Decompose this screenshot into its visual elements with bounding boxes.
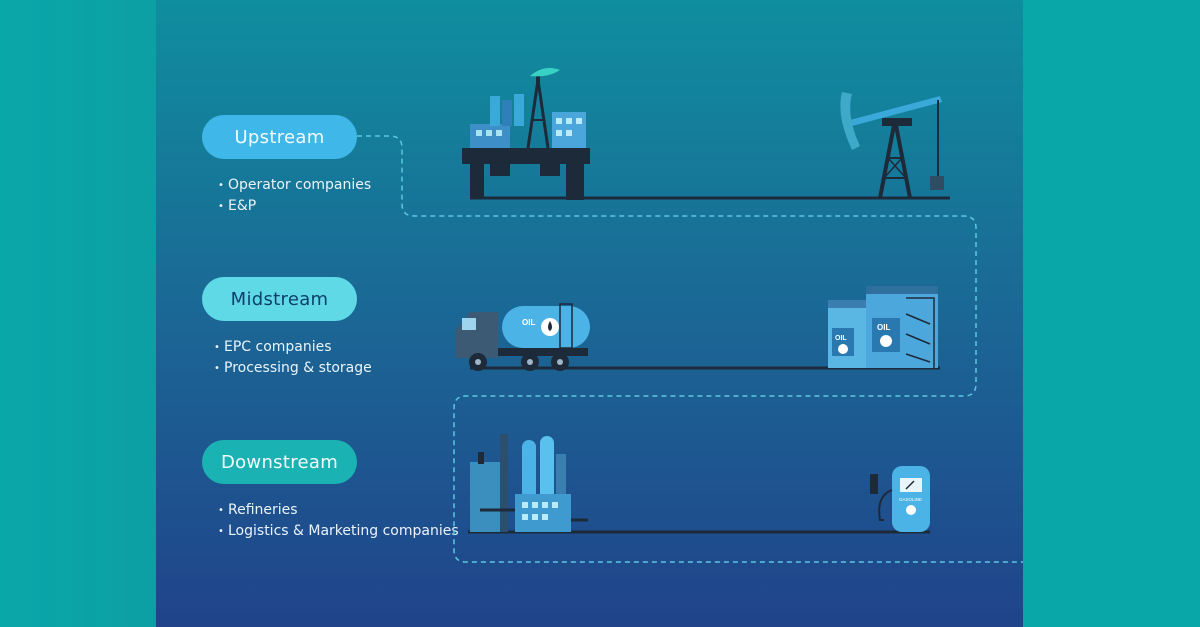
flow-path xyxy=(357,135,1023,563)
refinery-icon xyxy=(470,434,588,532)
tank-oil-label-2: OIL xyxy=(835,335,847,342)
upstream-pill: Upstream xyxy=(202,115,357,159)
tanker-truck-icon: OIL xyxy=(456,303,590,371)
list-item: EPC companies xyxy=(212,337,372,358)
midstream-pill: Midstream xyxy=(202,277,357,321)
gas-pump-icon: GASOLINE xyxy=(870,466,930,532)
pump-label: GASOLINE xyxy=(899,497,922,502)
list-item: Operator companies xyxy=(216,175,371,196)
list-item: Processing & storage xyxy=(212,358,372,379)
downstream-pill: Downstream xyxy=(202,440,357,484)
list-item: Logistics & Marketing companies xyxy=(216,521,459,542)
pump-jack-icon xyxy=(840,92,944,199)
downstream-list: Refineries Logistics & Marketing compani… xyxy=(216,500,459,542)
list-item: E&P xyxy=(216,196,371,217)
upstream-label: Upstream xyxy=(234,126,325,148)
storage-tanks-icon: OIL OIL xyxy=(828,286,938,368)
offshore-platform-icon xyxy=(462,68,590,200)
downstream-label: Downstream xyxy=(220,451,339,473)
upstream-list: Operator companies E&P xyxy=(216,175,371,217)
list-item: Refineries xyxy=(216,500,459,521)
truck-oil-label: OIL xyxy=(522,318,535,327)
tank-oil-label-1: OIL xyxy=(877,323,890,332)
midstream-label: Midstream xyxy=(230,288,329,310)
midstream-list: EPC companies Processing & storage xyxy=(212,337,372,379)
